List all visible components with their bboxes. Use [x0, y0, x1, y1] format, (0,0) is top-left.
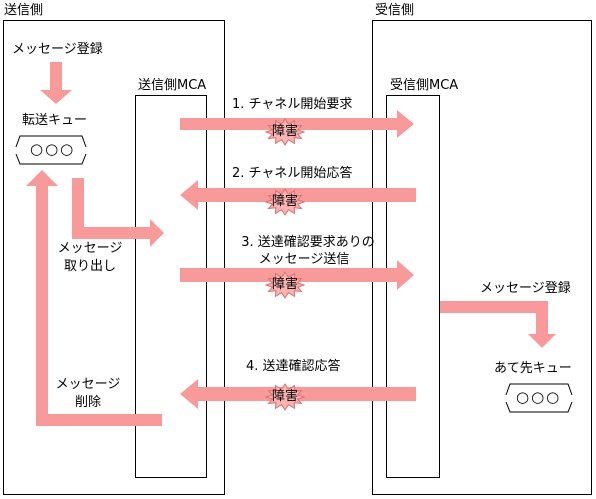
receiver-mca-box: [386, 95, 440, 478]
sender-message-register-label: メッセージ登録: [12, 42, 103, 57]
retrieve-label-line1: メッセージ: [57, 241, 123, 256]
receiver-frame: [372, 20, 592, 495]
delete-label-line2: 削除: [74, 395, 102, 410]
fault-burst-1: [264, 118, 306, 146]
flow-arrow-3: [180, 260, 414, 290]
transmission-queue-bracket: [15, 135, 87, 165]
flow-arrow-2: [180, 180, 416, 210]
fault-burst-2: [264, 188, 306, 216]
transmission-queue-label: 転送キュー: [22, 113, 88, 128]
retrieve-label-line2: 取り出し: [63, 259, 117, 274]
flow-label-1: 1. チャネル開始要求: [232, 97, 353, 112]
flow-label-3-line1: 3. 送達確認要求ありの: [241, 235, 375, 250]
fault-label-1: 障害: [271, 124, 299, 139]
flow-arrow-1: [180, 110, 414, 138]
receiver-mca-label: 受信側MCA: [390, 78, 459, 93]
destination-queue-slots: ○○○: [516, 388, 562, 406]
message-register-arrow: [40, 62, 72, 104]
flow-label-4: 4. 送達確認応答: [246, 359, 341, 374]
receiver-title: 受信側: [375, 3, 415, 18]
transmission-queue-slots: ○○○: [30, 140, 76, 158]
sender-mca-box: [135, 95, 207, 478]
delete-label-line1: メッセージ: [55, 377, 121, 392]
fault-label-3: 障害: [271, 277, 299, 292]
delete-arrow: [26, 170, 162, 426]
flow-label-3-line2: メッセージ送信: [258, 252, 350, 267]
fault-label-4: 障害: [271, 389, 299, 404]
fault-burst-4: [264, 383, 306, 411]
receiver-register-arrow: [440, 301, 556, 348]
sender-mca-label: 送信側MCA: [138, 78, 207, 93]
receiver-message-register-label: メッセージ登録: [480, 281, 571, 296]
destination-queue-bracket: [505, 383, 573, 413]
sender-title: 送信側: [4, 3, 44, 18]
fault-label-2: 障害: [271, 194, 299, 209]
flow-label-2: 2. チャネル開始応答: [232, 166, 353, 181]
sender-frame: [3, 20, 225, 495]
retrieve-arrow: [72, 178, 164, 247]
fault-burst-3: [264, 271, 306, 299]
destination-queue-label: あて先キュー: [494, 361, 572, 376]
